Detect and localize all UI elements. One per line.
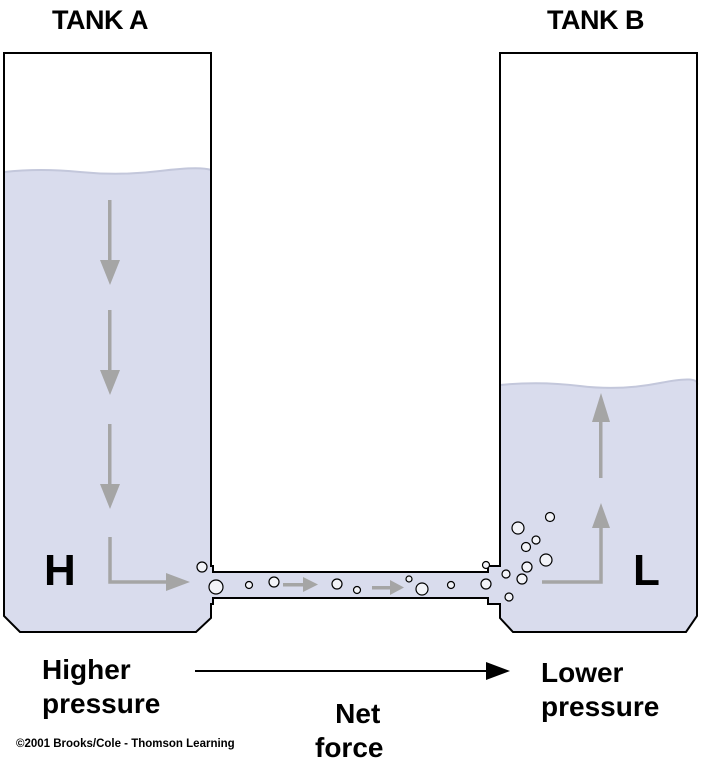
lower-pressure-line1: Lower — [541, 657, 624, 688]
lower-pressure-label: Lower pressure — [541, 656, 659, 724]
right-arrow-icon — [390, 580, 404, 595]
higher-pressure-label: Higher pressure — [42, 653, 160, 721]
tank-b-water-surface — [499, 378, 699, 389]
bubble — [501, 569, 511, 579]
bubble — [539, 553, 553, 567]
bubble — [544, 511, 556, 523]
vessel-outline — [3, 52, 698, 633]
right-arrow-icon — [486, 662, 510, 680]
water-body — [4, 168, 698, 632]
up-arrow-icon — [592, 503, 610, 528]
bubble — [481, 560, 491, 570]
bubble — [516, 573, 528, 585]
net-force-label: Net force — [315, 697, 383, 765]
net-force-line2: force — [315, 732, 384, 763]
right-arrow-icon — [166, 573, 190, 591]
higher-pressure-line1: Higher — [42, 654, 131, 685]
higher-pressure-line2: pressure — [42, 688, 161, 719]
bubble — [208, 579, 224, 595]
high-pressure-letter: H — [44, 546, 76, 595]
bubble — [521, 561, 533, 573]
bubble — [511, 521, 525, 535]
bubbles — [196, 511, 556, 602]
bubble — [331, 578, 343, 590]
bubble — [480, 578, 492, 590]
bubble — [446, 580, 456, 590]
tank-b-title: TANK B — [547, 5, 644, 35]
low-pressure-letter: L — [633, 546, 660, 595]
pipe-arrows — [283, 577, 404, 595]
down-arrow-icon — [100, 370, 120, 395]
turn-right-arrow — [108, 537, 168, 584]
tank-a-title: TANK A — [52, 5, 148, 35]
net-force-line1: Net — [335, 698, 381, 729]
right-arrow-icon — [303, 577, 318, 592]
up-arrow-icon — [592, 393, 610, 422]
bubble — [415, 582, 429, 596]
up-arrow-shaft — [599, 420, 603, 478]
bubble — [531, 535, 541, 545]
bubble — [268, 576, 280, 588]
bubble — [504, 592, 514, 602]
bubble — [352, 585, 362, 595]
down-arrows — [100, 200, 120, 509]
bubble — [196, 561, 208, 573]
copyright-credit: ©2001 Brooks/Cole - Thomson Learning — [16, 738, 235, 750]
down-arrow-icon — [100, 260, 120, 285]
tank-a-water-surface — [3, 167, 212, 175]
down-arrow-icon — [100, 484, 120, 509]
turn-up-arrow — [542, 525, 603, 584]
bubble — [520, 541, 532, 553]
lower-pressure-line2: pressure — [541, 691, 660, 722]
bubble — [244, 580, 254, 590]
bubble — [405, 575, 413, 583]
